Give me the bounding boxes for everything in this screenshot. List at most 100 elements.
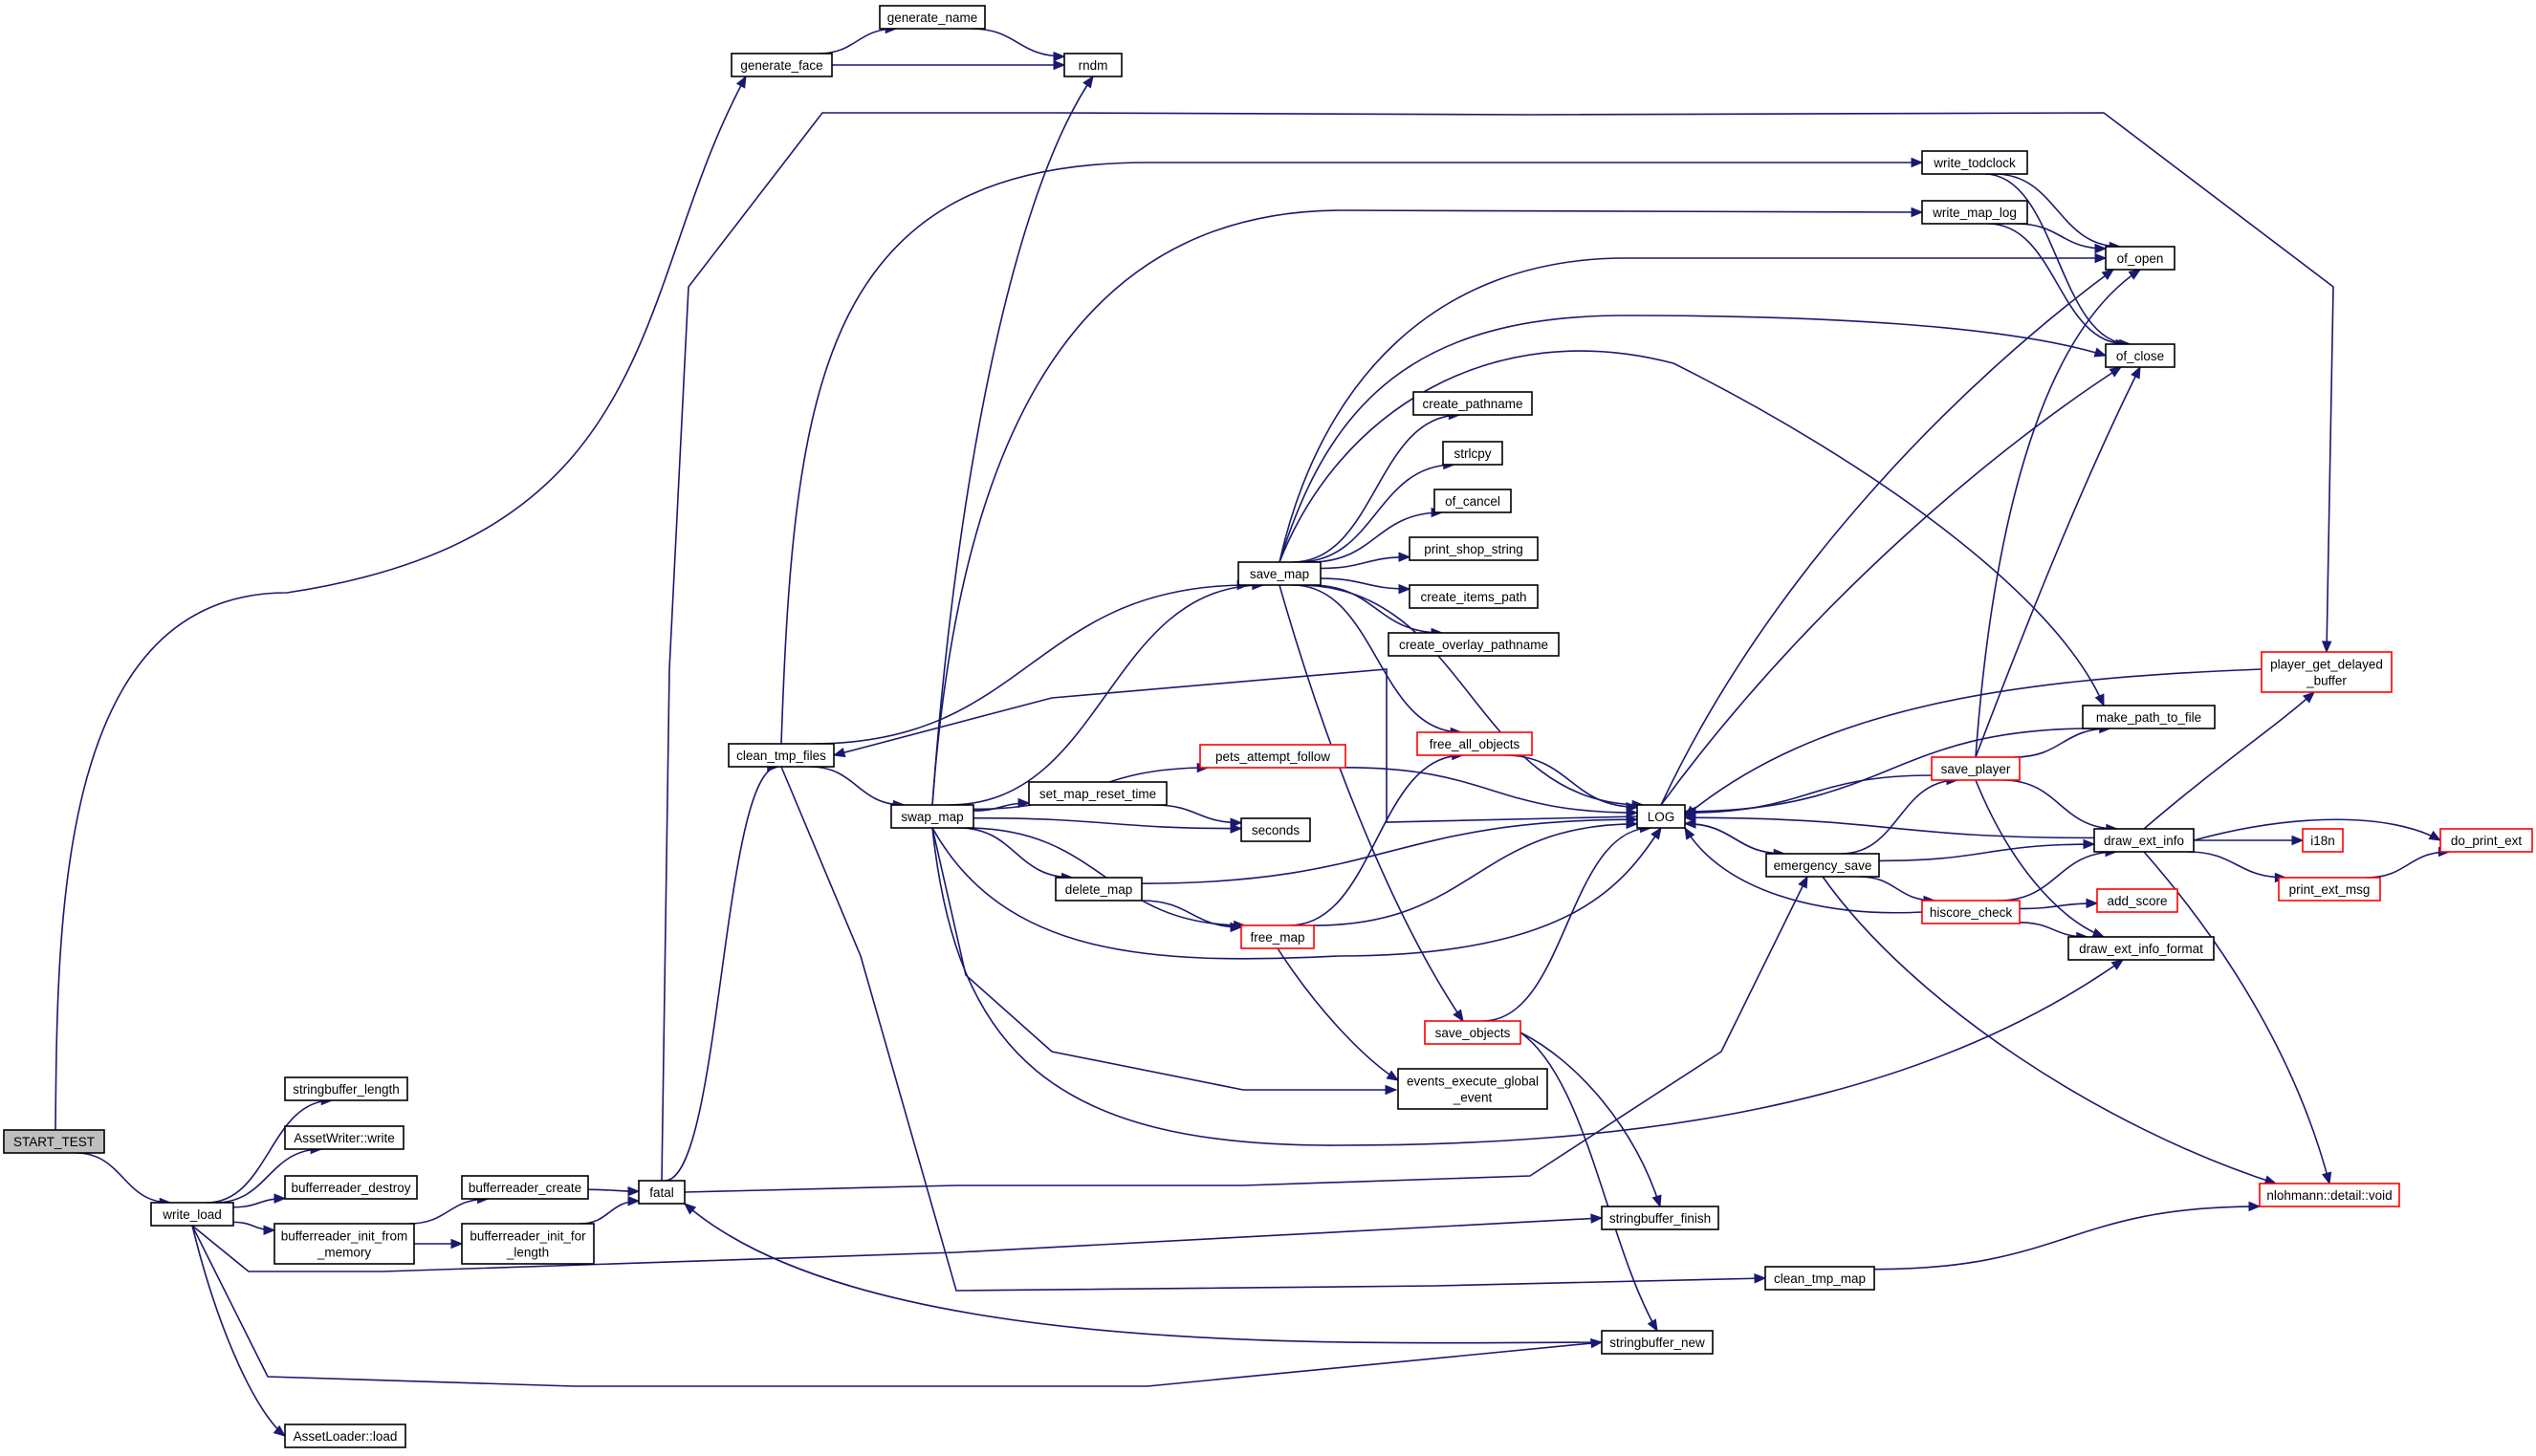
node-label-bufferreader-init-for-length: _length: [506, 1246, 549, 1260]
node-bufferreader-destroy[interactable]: bufferreader_destroy: [284, 1175, 418, 1200]
node-events-execute-global-event[interactable]: events_execute_global_event: [1397, 1068, 1548, 1110]
edge-emergency-save-to-log: [1684, 822, 1785, 855]
edge-delete-map-to-log: [1141, 818, 1638, 884]
edge-save-objects-to-stringbuffer-finish: [1519, 1032, 1661, 1207]
node-label-pets-attempt-follow: pets_attempt_follow: [1215, 750, 1330, 764]
node-of-open[interactable]: of_open: [2105, 246, 2175, 271]
edge-write-load-to-stringbuffer-finish: [191, 1217, 1603, 1272]
node-box-save-player: [1931, 756, 2021, 781]
node-clean-tmp-map[interactable]: clean_tmp_map: [1764, 1266, 1875, 1291]
edge-save-map-to-strlcpy: [1298, 464, 1454, 563]
node-assetloader-load[interactable]: AssetLoader::load: [284, 1423, 406, 1448]
node-label-bufferreader-init-from-memory: bufferreader_init_from: [281, 1229, 408, 1244]
node-bufferreader-init-for-length[interactable]: bufferreader_init_for_length: [461, 1223, 595, 1265]
node-of-close[interactable]: of_close: [2105, 343, 2175, 368]
edge-draw-ext-info-to-do-print-ext: [2193, 818, 2441, 841]
node-write-load[interactable]: write_load: [150, 1202, 234, 1227]
node-set-map-reset-time[interactable]: set_map_reset_time: [1028, 781, 1168, 806]
edge-fatal-to-player-get-delayed-buffer-arrowhead: [2321, 641, 2332, 654]
node-hiscore-check[interactable]: hiscore_check: [1921, 900, 2021, 924]
edge-log-to-of-open: [1660, 269, 2114, 806]
node-draw-ext-info[interactable]: draw_ext_info: [2093, 828, 2195, 853]
node-label-i18n: i18n: [2310, 834, 2335, 848]
node-label-clean-tmp-files: clean_tmp_files: [736, 749, 826, 763]
node-print-shop-string[interactable]: print_shop_string: [1409, 536, 1539, 561]
node-log[interactable]: LOG: [1636, 804, 1686, 829]
edge-emergency-save-to-log-arrowhead: [1683, 818, 1696, 829]
node-label-nlohmann-detail-void: nlohmann::detail::void: [2266, 1188, 2392, 1203]
node-bufferreader-init-from-memory[interactable]: bufferreader_init_from_memory: [273, 1223, 415, 1265]
node-label-stringbuffer-finish: stringbuffer_finish: [1609, 1211, 1711, 1226]
edge-write-load-to-stringbuffer-length: [206, 1099, 333, 1204]
edge-write-load-to-bufferreader-destroy-arrowhead: [273, 1193, 287, 1204]
edge-log-to-of-close-arrowhead: [2109, 366, 2123, 378]
node-emergency-save[interactable]: emergency_save: [1765, 853, 1880, 878]
node-bufferreader-create[interactable]: bufferreader_create: [461, 1175, 589, 1200]
edge-delete-map-to-free-map-arrowhead: [1230, 922, 1243, 933]
edge-free-map-to-log-arrowhead: [1626, 818, 1639, 830]
node-create-overlay-pathname[interactable]: create_overlay_pathname: [1388, 632, 1560, 657]
node-seconds[interactable]: seconds: [1240, 817, 1311, 842]
node-stringbuffer-finish[interactable]: stringbuffer_finish: [1601, 1206, 1719, 1230]
node-box-print-shop-string: [1409, 536, 1539, 561]
node-clean-tmp-files[interactable]: clean_tmp_files: [728, 743, 835, 768]
node-box-fatal: [638, 1180, 686, 1205]
node-fatal[interactable]: fatal: [638, 1180, 686, 1205]
edge-emergency-save-to-save-player: [1841, 779, 1957, 855]
node-label-write-map-log: write_map_log: [1932, 206, 2017, 220]
node-label-write-todclock: write_todclock: [1933, 156, 2016, 170]
edge-draw-ext-info-to-log-arrowhead: [1683, 812, 1696, 823]
edge-hiscore-check-to-log: [1684, 827, 1923, 914]
edge-save-map-to-create-items-path-arrowhead: [1398, 583, 1411, 595]
node-strlcpy[interactable]: strlcpy: [1442, 441, 1503, 466]
node-box-start-test: [3, 1129, 105, 1154]
node-write-map-log[interactable]: write_map_log: [1921, 200, 2028, 225]
edge-print-ext-msg-to-do-print-ext: [2366, 851, 2450, 879]
node-box-player-get-delayed-buffer: [2261, 651, 2393, 693]
node-stringbuffer-length[interactable]: stringbuffer_length: [284, 1076, 408, 1101]
node-generate-face[interactable]: generate_face: [731, 53, 833, 77]
node-box-clean-tmp-map: [1764, 1266, 1875, 1291]
node-draw-ext-info-format[interactable]: draw_ext_info_format: [2067, 936, 2215, 961]
node-rndm[interactable]: rndm: [1063, 53, 1123, 77]
node-nlohmann-detail-void[interactable]: nlohmann::detail::void: [2259, 1183, 2400, 1207]
node-do-print-ext[interactable]: do_print_ext: [2439, 828, 2533, 853]
edge-log-to-clean-tmp-files: [833, 668, 1638, 823]
node-stringbuffer-new[interactable]: stringbuffer_new: [1601, 1330, 1714, 1355]
edge-set-map-reset-time-to-seconds: [1153, 804, 1242, 824]
node-assetwriter-write[interactable]: AssetWriter::write: [284, 1125, 404, 1150]
node-pets-attempt-follow[interactable]: pets_attempt_follow: [1199, 744, 1346, 769]
edge-hiscore-check-to-add-score-arrowhead: [2086, 898, 2099, 909]
node-box-hiscore-check: [1921, 900, 2021, 924]
node-create-pathname[interactable]: create_pathname: [1412, 391, 1533, 416]
node-player-get-delayed-buffer[interactable]: player_get_delayed_buffer: [2261, 651, 2393, 693]
node-box-create-pathname: [1412, 391, 1533, 416]
node-save-player[interactable]: save_player: [1931, 756, 2021, 781]
node-write-todclock[interactable]: write_todclock: [1921, 150, 2028, 175]
edge-start-test-to-write-load: [76, 1152, 171, 1204]
node-save-objects[interactable]: save_objects: [1424, 1020, 1521, 1045]
node-add-score[interactable]: add_score: [2096, 888, 2178, 913]
node-print-ext-msg[interactable]: print_ext_msg: [2278, 877, 2381, 902]
edge-swap-map-to-log-arrowhead: [1651, 826, 1662, 840]
edge-save-player-to-make-path-to-file: [2014, 728, 2110, 758]
node-box-generate-face: [731, 53, 833, 77]
node-generate-name[interactable]: generate_name: [879, 5, 986, 30]
node-label-create-overlay-pathname: create_overlay_pathname: [1399, 638, 1548, 652]
node-of-cancel[interactable]: of_cancel: [1433, 489, 1512, 513]
node-swap-map[interactable]: swap_map: [890, 804, 974, 829]
node-save-map[interactable]: save_map: [1237, 561, 1322, 586]
edge-save-player-to-log: [1684, 774, 1933, 815]
node-free-map[interactable]: free_map: [1240, 924, 1315, 949]
node-box-save-map: [1237, 561, 1322, 586]
node-box-pets-attempt-follow: [1199, 744, 1346, 769]
node-make-path-to-file[interactable]: make_path_to_file: [2082, 705, 2216, 729]
node-create-items-path[interactable]: create_items_path: [1409, 584, 1539, 609]
node-free-all-objects[interactable]: free_all_objects: [1416, 731, 1533, 756]
node-label-write-load: write_load: [162, 1207, 222, 1222]
edge-swap-map-to-rndm: [931, 76, 1094, 806]
node-delete-map[interactable]: delete_map: [1055, 877, 1143, 902]
node-i18n[interactable]: i18n: [2302, 828, 2344, 853]
edge-swap-map-to-rndm-arrowhead: [1082, 75, 1094, 89]
node-start-test[interactable]: START_TEST: [3, 1129, 105, 1154]
